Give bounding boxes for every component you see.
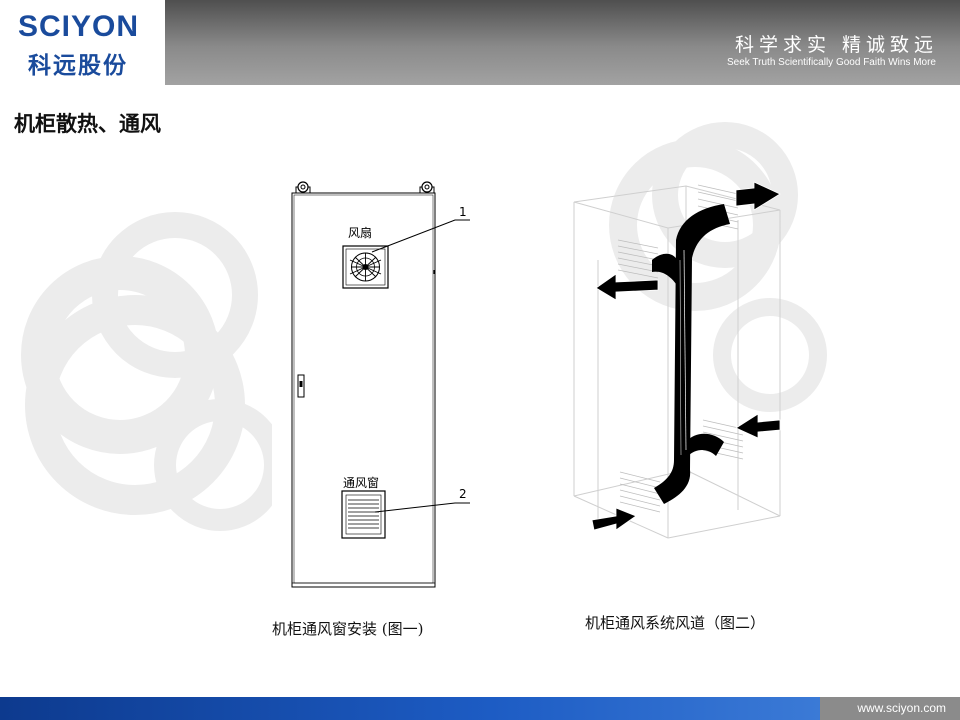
logo-text-en: SCIYON [18,10,140,43]
airflow-arrow-bottom-in [591,507,637,531]
callout-number-2: 2 [459,487,467,501]
door-handle [297,374,305,398]
logo-text-cn: 科远股份 [28,53,128,79]
header: SCIYON 科远股份 科学求实 精诚致远 Seek Truth Scienti… [0,0,960,85]
logo: SCIYON 科远股份 [0,0,163,85]
airflow-duct-diagram [573,181,781,539]
callout-number-1: 1 [459,205,467,219]
header-band: 科学求实 精诚致远 Seek Truth Scientifically Good… [165,0,960,85]
fan-label: 风扇 [348,226,373,240]
airflow-arrow-left-out [595,273,659,301]
figure1-caption: 机柜通风窗安装 (图一) [272,620,424,638]
airflow-arrow-top-out [735,181,781,211]
cabinet-front-diagram [272,176,472,592]
background-rings-decoration [21,122,827,531]
footer-blue-bar [0,697,820,720]
page-title: 机柜散热、通风 [14,112,161,136]
footer: www.sciyon.com [0,697,960,720]
vent-window [341,490,386,539]
slogan-cn: 科学求实 精诚致远 [734,34,938,56]
vent-window-label: 通风窗 [343,476,380,490]
footer-gray-bar: www.sciyon.com [820,697,960,720]
fan-unit [342,245,389,289]
airflow-arrow-right-in [735,413,781,439]
figure2-caption: 机柜通风系统风道（图二） [585,614,766,632]
slogan-en: Seek Truth Scientifically Good Faith Win… [727,57,936,68]
air-duct [652,204,730,504]
footer-url: www.sciyon.com [857,701,946,715]
